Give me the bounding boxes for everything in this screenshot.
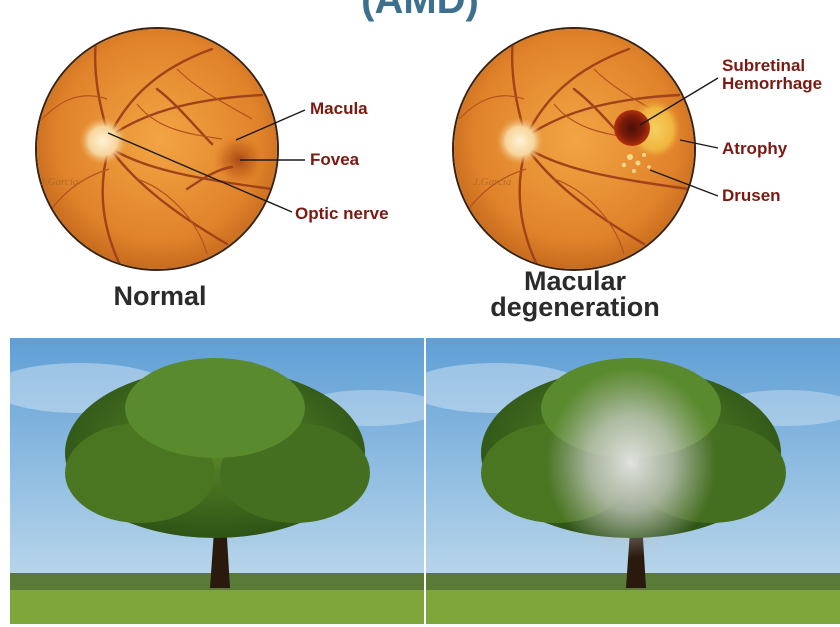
leader-optic-nerve: [108, 133, 292, 212]
central-vision-blur: [546, 368, 716, 558]
leader-drusen: [650, 170, 718, 196]
amd-vision-photo: [426, 338, 840, 624]
normal-vision-photo: [10, 338, 424, 624]
leader-macula: [236, 110, 305, 140]
leader-subretinal: [640, 78, 718, 125]
leader-atrophy: [680, 140, 718, 148]
